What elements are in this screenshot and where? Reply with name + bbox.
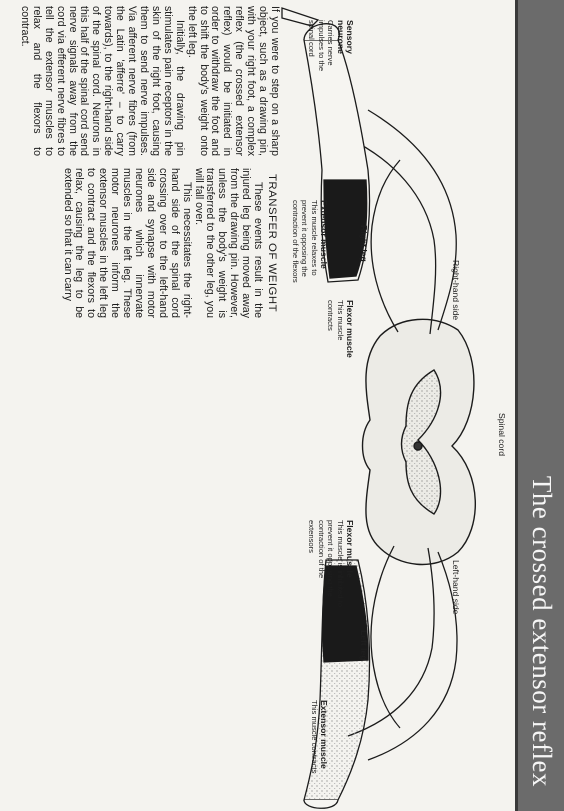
- text-column-2: TRANSFER OF WEIGHT These events result i…: [2, 168, 280, 318]
- label-left-leg: Left leg: [359, 630, 368, 661]
- flexor-left-desc: This muscle is inhibited to prevent it o…: [307, 520, 344, 607]
- sensory-neurone-desc: Carries nerve impulses to the spinal cor…: [307, 20, 335, 71]
- reflex-diagram: [280, 0, 518, 811]
- flexor-left-title: Flexor muscle: [345, 520, 355, 578]
- intro-paragraph: If you were to step on a sharp object, s…: [185, 6, 280, 156]
- extensor-right-title: Extensor muscle: [319, 200, 329, 269]
- label-flexor-left: Flexor muscle This muscle is inhibited t…: [307, 520, 354, 610]
- extensor-left-title: Extensor muscle: [319, 700, 329, 769]
- label-flexor-right: Flexor muscle This muscle contracts: [326, 300, 354, 370]
- page-title: The crossed extensor reflex: [526, 476, 557, 787]
- flexor-right-title: Flexor muscle: [345, 300, 355, 358]
- label-spinal-cord: Spinal cord: [497, 413, 506, 456]
- text-column-1: If you were to step on a sharp object, s…: [2, 6, 280, 156]
- label-right-side: Right-hand side: [451, 260, 460, 320]
- label-right-leg: Right leg: [359, 225, 368, 262]
- section-heading: TRANSFER OF WEIGHT: [265, 168, 277, 318]
- label-sensory-neurone: Sensory neurone Carries nerve impulses t…: [307, 20, 354, 90]
- weight-paragraph: These events result in the injured leg b…: [192, 168, 263, 318]
- label-extensor-left: Extensor muscle This muscle contracts: [309, 700, 328, 790]
- title-band: The crossed extensor reflex: [515, 0, 564, 811]
- extensor-left-desc: This muscle contracts: [310, 700, 319, 773]
- pain-paragraph: Initially, the drawing pin stimulates pa…: [18, 6, 185, 156]
- flexor-right-desc: This muscle contracts: [326, 300, 344, 341]
- sensory-neurone-title: Sensory neurone: [336, 20, 355, 54]
- extensor-right-desc: This muscle relaxes to prevent it opposi…: [291, 200, 319, 283]
- label-extensor-right: Extensor muscle This muscle relaxes to p…: [290, 200, 328, 290]
- crossover-paragraph: This necessitates the right-hand side of…: [61, 168, 192, 318]
- label-left-side: Left-hand side: [451, 560, 460, 614]
- spinal-cord-cross-section: [363, 319, 476, 564]
